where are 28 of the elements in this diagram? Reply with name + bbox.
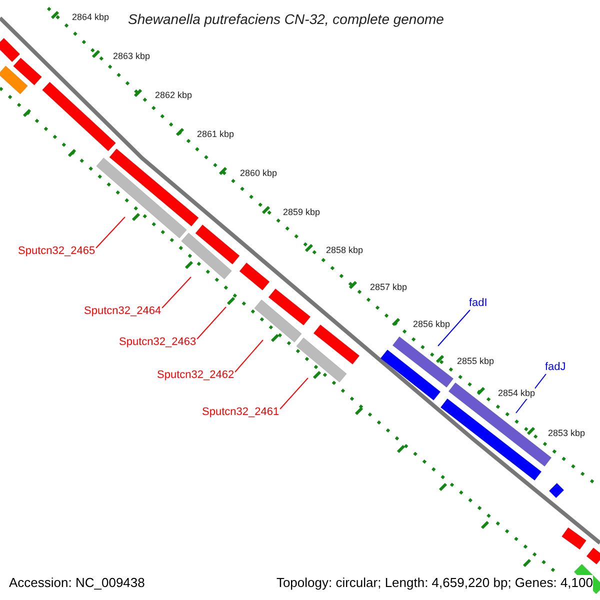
leader-line (234, 340, 264, 372)
gene-label: Sputcn32_2465 (18, 245, 96, 258)
gene-label: fadI (469, 297, 488, 310)
tick-label: 2859 kbp (283, 207, 320, 218)
tick-label: 2856 kbp (413, 319, 450, 330)
tick-label: 2857 kbp (370, 282, 408, 293)
leader-line (162, 276, 192, 308)
gene-label: Sputcn32_2462 (157, 369, 234, 382)
tick-label: 2863 kbp (113, 51, 150, 62)
tick-label: 2853 kbp (548, 428, 586, 439)
title: Shewanella putrefaciens CN-32, complete genome (128, 10, 444, 29)
leader-line (196, 306, 226, 340)
tick-label: 2861 kbp (197, 129, 234, 140)
tick-label: 2854 kbp (498, 388, 536, 399)
tick-label: 2864 kbp (72, 12, 110, 23)
leader-line (280, 378, 308, 410)
tick-label: 2862 kbp (155, 90, 192, 101)
footer-text: Accession: NC_009438 (9, 575, 145, 591)
gene-label: fadJ (545, 361, 566, 374)
gene-label: Sputcn32_2461 (202, 406, 280, 419)
leader-line (438, 310, 470, 346)
leader-line (96, 216, 126, 248)
tick-label: 2858 kbp (326, 245, 364, 256)
tick-label: 2860 kbp (240, 168, 278, 179)
tick-label: 2855 kbp (457, 356, 494, 367)
gene-label: Sputcn32_2464 (84, 305, 162, 318)
gene-label: Sputcn32_2463 (119, 336, 196, 349)
footer-text: Topology: circular; Length: 4,659,220 bp; Genes: 4,100 (276, 575, 593, 591)
